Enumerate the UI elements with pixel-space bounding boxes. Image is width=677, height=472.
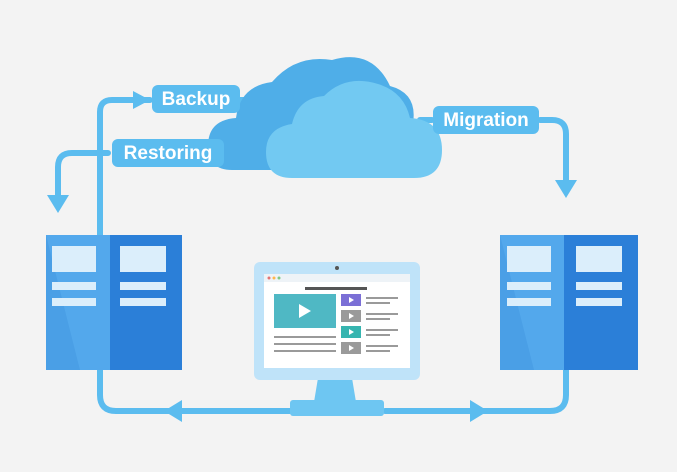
bottom-loop-line [97,367,293,414]
label-restoring-text: Restoring [124,143,213,164]
restoring-line [55,150,111,203]
label-migration-text: Migration [443,110,529,131]
backup-line [97,97,153,241]
bottom-left-arrow-icon [164,400,182,422]
thumbnail-list [341,294,398,354]
cloud-icon [208,57,442,178]
label-restoring: Restoring [112,139,224,167]
backup-arrow-icon [133,91,150,109]
label-migration: Migration [433,106,539,134]
play-icon [299,304,311,318]
arrow-heads [47,91,577,422]
restoring-arrow-icon [47,195,69,213]
label-backup-text: Backup [162,89,231,110]
left-server-icon [46,235,182,370]
monitor-icon [254,262,420,416]
migration-arrow-icon [555,180,577,198]
right-server-icon [500,235,638,370]
bottom-right-arrow-icon [470,400,488,422]
connector-lines [55,97,569,414]
label-backup: Backup [152,85,240,113]
